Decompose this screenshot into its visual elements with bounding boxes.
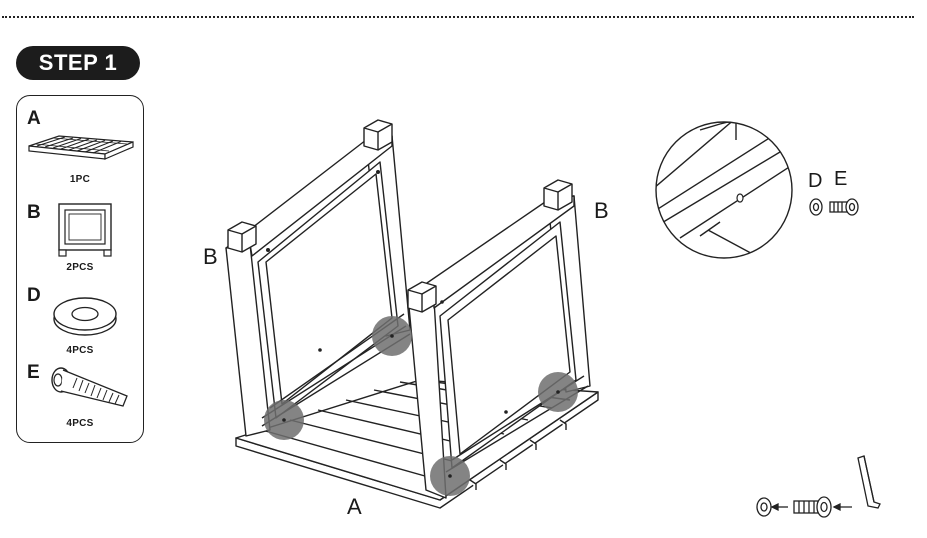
dotted-divider <box>2 16 914 18</box>
part-a-qty: 1PC <box>69 174 91 185</box>
detail-washer-icon <box>809 198 823 216</box>
hardware-sequence <box>756 455 881 518</box>
parts-panel: A 1PC B 2PCS D 4PCS E <box>16 95 144 443</box>
slatted-seat-panel-icon <box>28 135 134 160</box>
part-e-qty: 4PCS <box>66 418 94 429</box>
detail-bolt-icon <box>829 198 859 216</box>
frame-right-callout: B <box>594 198 609 223</box>
part-e-letter: E <box>27 362 40 383</box>
frame-left-callout: B <box>203 244 218 269</box>
detail-bolt-label: E <box>834 168 848 190</box>
seat-callout: A <box>347 494 362 519</box>
detail-hole <box>736 193 744 203</box>
part-d-qty: 4PCS <box>66 345 94 356</box>
detail-washer-label: D <box>808 170 823 192</box>
part-b-qty: 2PCS <box>66 262 94 273</box>
side-frame-panel-icon <box>58 203 112 257</box>
washer-icon <box>53 297 117 336</box>
part-b-letter: B <box>27 202 41 223</box>
bolt-icon <box>51 367 128 407</box>
step-badge: STEP 1 <box>16 46 140 80</box>
part-a-letter: A <box>27 108 41 129</box>
part-d-letter: D <box>27 285 41 306</box>
detail-magnifier <box>655 121 793 259</box>
